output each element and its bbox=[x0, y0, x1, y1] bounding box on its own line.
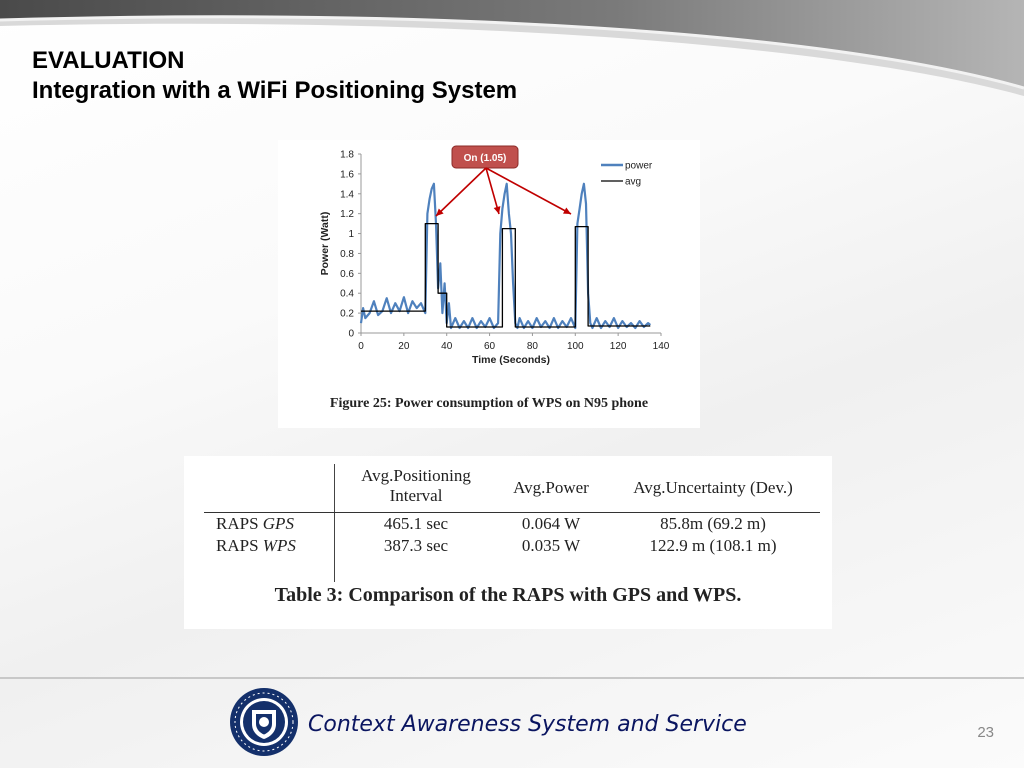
table-row: RAPS WPS 387.3 sec 0.035 W 122.9 m (108.… bbox=[204, 535, 820, 557]
y-tick-label: 1.4 bbox=[340, 189, 354, 200]
table-divider bbox=[334, 464, 335, 582]
comparison-table: Avg.Positioning Interval Avg.Power Avg.U… bbox=[204, 464, 820, 582]
row-label: RAPS GPS bbox=[216, 514, 294, 533]
callout-label: On (1.05) bbox=[464, 153, 507, 164]
x-tick-label: 20 bbox=[398, 341, 410, 352]
row-label: RAPS WPS bbox=[216, 536, 296, 555]
header-avg-uncertainty: Avg.Uncertainty (Dev.) bbox=[633, 478, 793, 497]
x-tick-label: 60 bbox=[484, 341, 496, 352]
footer-title: Context Awareness System and Service bbox=[308, 712, 747, 737]
row-interval: 387.3 sec bbox=[383, 536, 449, 555]
callout-arrow-head bbox=[563, 207, 571, 214]
header-positioning-interval: Avg.Positioning Interval bbox=[361, 466, 471, 505]
header-avg-power: Avg.Power bbox=[513, 478, 589, 497]
callout-arrow-line bbox=[485, 167, 572, 215]
callout-arrow-head bbox=[493, 206, 501, 214]
y-tick-label: 1.2 bbox=[340, 209, 354, 220]
row-power: 0.064 W bbox=[521, 514, 581, 533]
legend-label-power: power bbox=[625, 161, 653, 172]
header-swoosh bbox=[0, 0, 1024, 96]
callout-arrow-head bbox=[436, 208, 444, 216]
series-line-avg bbox=[361, 222, 651, 328]
y-tick-label: 0.4 bbox=[340, 289, 354, 300]
x-axis-label: Time (Seconds) bbox=[472, 354, 550, 366]
row-power: 0.035 W bbox=[521, 536, 581, 555]
legend-label-avg: avg bbox=[625, 177, 641, 188]
footer-divider bbox=[0, 677, 1024, 679]
university-seal-icon bbox=[230, 688, 298, 756]
table-header-row: Avg.Positioning Interval Avg.Power Avg.U… bbox=[204, 464, 820, 513]
table-caption: Table 3: Comparison of the RAPS with GPS… bbox=[274, 584, 742, 606]
callout-arrow-line bbox=[485, 167, 500, 215]
figure-caption: Figure 25: Power consumption of WPS on N… bbox=[329, 396, 649, 411]
y-tick-label: 0.8 bbox=[340, 249, 354, 260]
series-line-power bbox=[359, 182, 652, 330]
x-tick-label: 0 bbox=[358, 341, 364, 352]
y-tick-label: 0 bbox=[348, 329, 354, 340]
x-tick-label: 140 bbox=[653, 341, 670, 352]
row-interval: 465.1 sec bbox=[383, 514, 449, 533]
comparison-table-figure: Avg.Positioning Interval Avg.Power Avg.U… bbox=[184, 456, 832, 629]
row-uncertainty: 122.9 m (108.1 m) bbox=[649, 536, 777, 555]
title-line-2: Integration with a WiFi Positioning Syst… bbox=[32, 77, 518, 104]
callout-arrow-line bbox=[435, 167, 487, 217]
power-chart: 0 0.2 0.4 0.6 0.8 1 1.2 1.4 1.6 1.8 0 20 40 60 80 100 12… bbox=[319, 145, 670, 366]
x-tick-label: 40 bbox=[441, 341, 453, 352]
y-tick-label: 1 bbox=[348, 229, 354, 240]
row-uncertainty: 85.8m (69.2 m) bbox=[660, 514, 766, 533]
page-number: 23 bbox=[977, 724, 994, 741]
x-tick-label: 120 bbox=[610, 341, 627, 352]
table-row: RAPS GPS 465.1 sec 0.064 W 85.8m (69.2 m… bbox=[204, 513, 820, 535]
x-tick-label: 100 bbox=[567, 341, 584, 352]
power-chart-figure: 0 0.2 0.4 0.6 0.8 1 1.2 1.4 1.6 1.8 0 20 40 60 80 100 12… bbox=[278, 140, 700, 428]
x-tick-label: 80 bbox=[527, 341, 539, 352]
y-tick-label: 0.2 bbox=[340, 309, 354, 320]
y-axis-label: Power (Watt) bbox=[319, 212, 331, 276]
slide-title: EVALUATION Integration with a WiFi Posit… bbox=[32, 46, 517, 106]
y-tick-label: 1.6 bbox=[340, 169, 354, 180]
title-line-1: EVALUATION bbox=[32, 47, 185, 74]
y-tick-label: 0.6 bbox=[340, 269, 354, 280]
y-tick-label: 1.8 bbox=[340, 150, 354, 161]
